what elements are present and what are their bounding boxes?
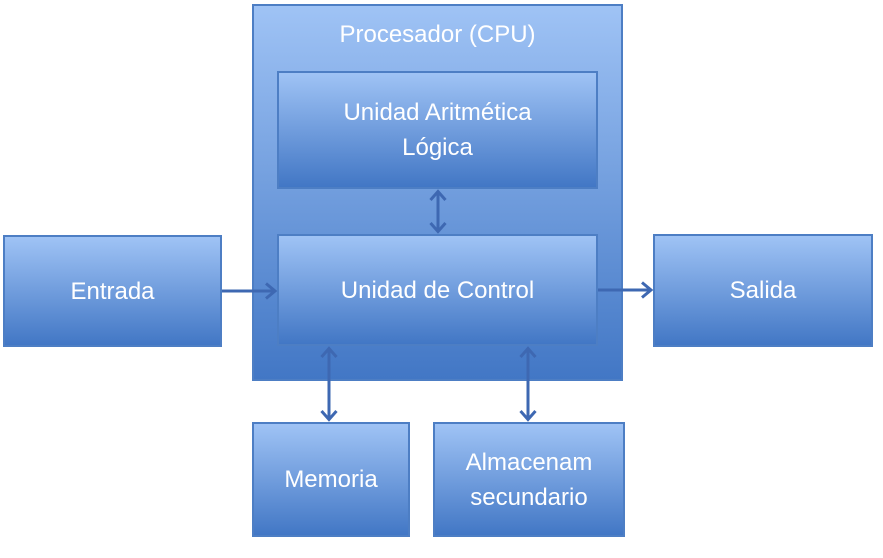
- node-input: Entrada: [3, 235, 222, 347]
- connector-input-to-control-arrow-icon: [222, 282, 278, 300]
- connector-control-storage-double-arrow-icon: [519, 346, 537, 422]
- node-input-label: Entrada: [70, 277, 155, 305]
- node-control-unit: Unidad de Control: [277, 234, 598, 346]
- node-control-unit-label: Unidad de Control: [340, 276, 535, 304]
- connector-alu-control-double-arrow-icon: [429, 189, 447, 234]
- node-output: Salida: [653, 234, 873, 347]
- node-alu-label: Unidad Aritmética Lógica: [343, 99, 532, 161]
- node-cpu-label: Procesador (CPU): [339, 21, 536, 48]
- connector-control-memory-double-arrow-icon: [320, 346, 338, 422]
- node-secondary-storage-label: Almacenam secundario: [465, 448, 593, 511]
- node-output-label: Salida: [729, 277, 797, 304]
- node-memory-label: Memoria: [284, 466, 378, 493]
- node-memory: Memoria: [252, 422, 410, 537]
- connector-control-to-output-arrow-icon: [598, 281, 654, 299]
- node-alu: Unidad Aritmética Lógica: [277, 71, 598, 189]
- node-secondary-storage: Almacenam secundario: [433, 422, 625, 537]
